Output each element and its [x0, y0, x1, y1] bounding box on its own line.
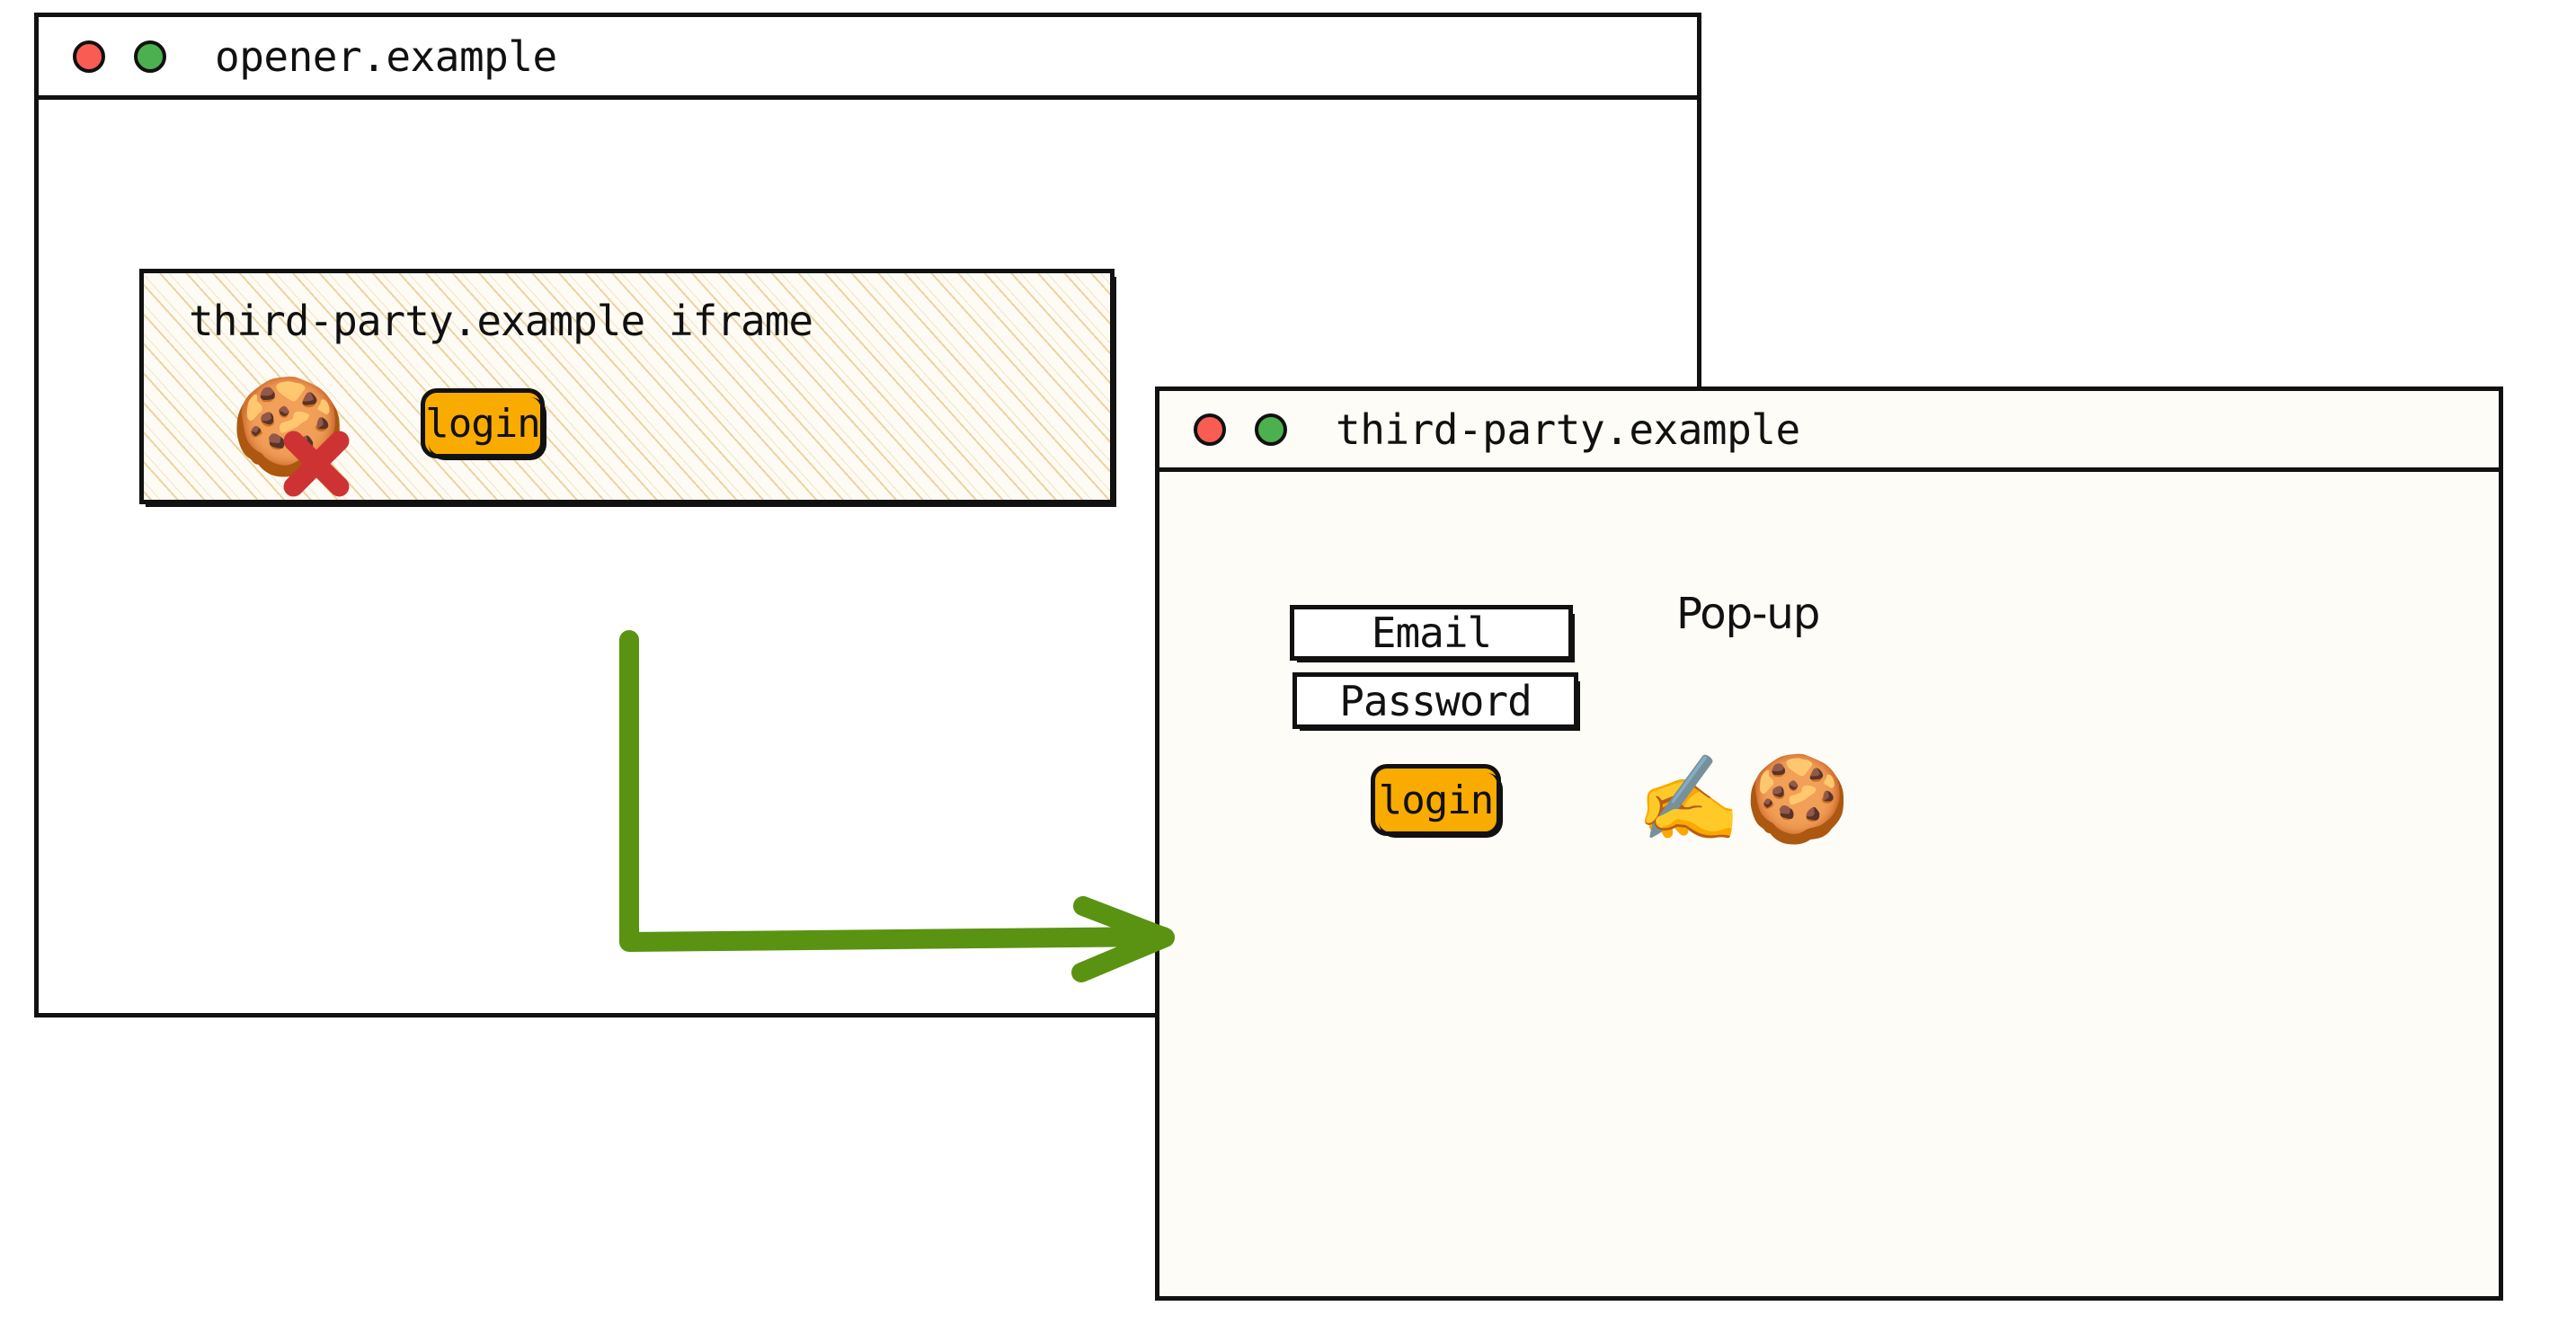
close-button-icon[interactable]: [1194, 413, 1226, 446]
iframe-title: third-party.example iframe: [189, 297, 813, 345]
password-field-label: Password: [1339, 676, 1532, 725]
close-button-icon[interactable]: [73, 40, 105, 73]
cookie-written-indicator: ✍️ 🍪: [1636, 755, 1850, 845]
popup-window-controls: [1194, 413, 1287, 446]
third-party-iframe: third-party.example iframe 🍪 login: [139, 269, 1116, 507]
password-field[interactable]: Password: [1292, 672, 1580, 731]
iframe-login-button[interactable]: login: [421, 388, 546, 460]
opener-window-controls: [73, 40, 166, 73]
opener-titlebar: opener.example: [39, 17, 1697, 100]
popup-window-title: third-party.example: [1336, 404, 1800, 454]
blocked-cookie-indicator: 🍪: [230, 379, 354, 502]
popup-browser-window: third-party.example Email Password login…: [1155, 387, 2503, 1301]
iframe-login-button-label: login: [425, 400, 540, 447]
popup-login-button-label: login: [1378, 777, 1494, 823]
email-field-label: Email: [1371, 609, 1492, 657]
opener-window-body: third-party.example iframe 🍪 login: [39, 100, 1697, 1013]
email-field[interactable]: Email: [1290, 605, 1575, 662]
opener-window-title: opener.example: [215, 31, 557, 81]
popup-window-body: Email Password login Pop-up ✍️ 🍪: [1159, 472, 2499, 1296]
popup-titlebar: third-party.example: [1159, 391, 2499, 472]
cookie-icon: 🍪: [1745, 751, 1851, 849]
writing-hand-icon: ✍️: [1636, 751, 1742, 849]
maximize-button-icon[interactable]: [134, 40, 166, 73]
popup-login-button[interactable]: login: [1371, 764, 1503, 838]
maximize-button-icon[interactable]: [1255, 413, 1287, 446]
popup-annotation-label: Pop-up: [1676, 589, 1820, 639]
red-x-icon: [273, 421, 360, 507]
